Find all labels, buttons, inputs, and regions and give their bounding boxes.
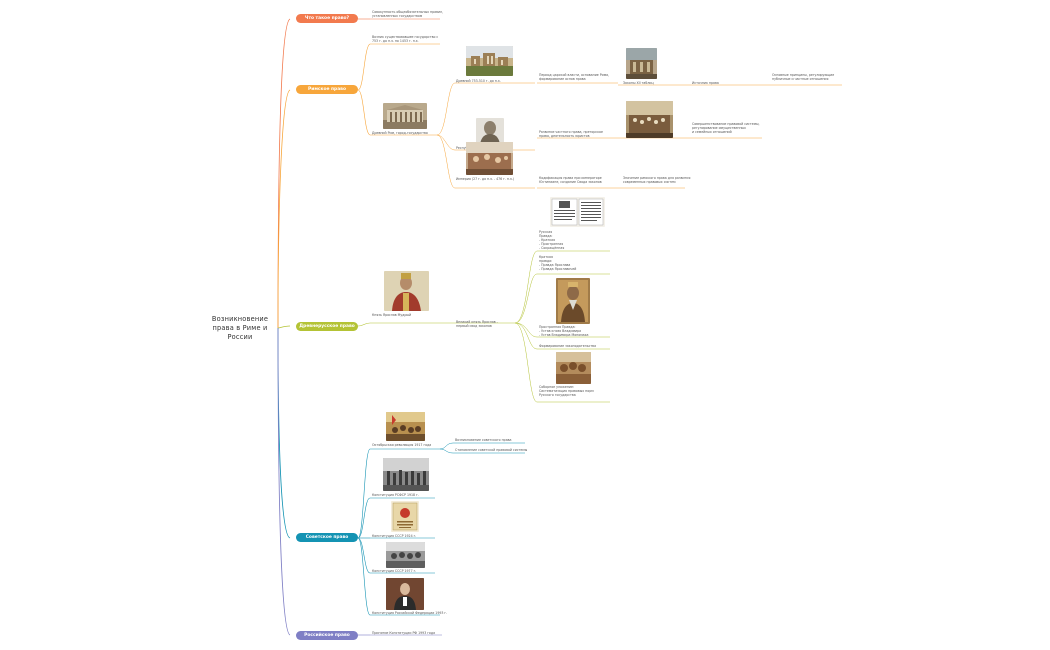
- note-rome-city[interactable]: Древний Рим, город-государство: [372, 131, 428, 135]
- note-legal-system[interactable]: Совершенствование правовой системы, регу…: [692, 122, 760, 135]
- note-law-source[interactable]: Источник права: [692, 81, 719, 85]
- note-russkaya-pravda[interactable]: Русская Правда: - Краткая - Пространная …: [539, 230, 565, 251]
- note-tsar-power[interactable]: Период царской власти, основание Рима, ф…: [539, 73, 610, 82]
- note-ancient-period[interactable]: Древний 753-510 г. до н.э.: [456, 79, 501, 83]
- note-extended-pravda[interactable]: Пространная Правда: - Устав князя Владим…: [539, 325, 589, 338]
- note-main-principles[interactable]: Основные принципы, регулирующие публичны…: [772, 73, 835, 82]
- image-tsar-period[interactable]: [466, 46, 513, 76]
- topic-russian-law[interactable]: Российское право: [296, 631, 358, 640]
- note-yaroslav[interactable]: Князь Ярослав Мудрый: [372, 313, 412, 317]
- image-ancient-rome[interactable]: [383, 103, 427, 129]
- note-definition[interactable]: Совокупность общеобязательных правил, ус…: [372, 10, 444, 19]
- note-constitution-1918[interactable]: Конституция РСФСР 1918 г.: [372, 493, 419, 497]
- image-october-revolution[interactable]: [386, 412, 425, 441]
- image-constitution-1918[interactable]: [383, 458, 429, 491]
- topic-roman-law[interactable]: Римское право: [296, 85, 358, 94]
- topic-old-russian-law[interactable]: Древнерусское право: [296, 322, 358, 331]
- image-sobornoe-ulozhenie[interactable]: [556, 352, 591, 384]
- note-first-code[interactable]: Великий князь Ярослав - первый свод зако…: [456, 320, 498, 329]
- note-constitution-1924[interactable]: Конституция СССР 1924 г.: [372, 534, 417, 538]
- note-constitution-rf[interactable]: Конституция Российской Федерации 1993 г.: [372, 611, 448, 615]
- note-empire[interactable]: Империя (27 г. до н.э. - 476 г. н.э.): [456, 177, 514, 181]
- note-rf-constitution[interactable]: Принятие Конституции РФ 1993 года: [372, 631, 436, 635]
- image-senate-painting[interactable]: [626, 101, 673, 138]
- image-russkaya-pravda[interactable]: [550, 197, 605, 227]
- note-private-law[interactable]: Развитие частного права, преторское прав…: [539, 130, 603, 139]
- image-republic-bust[interactable]: [476, 118, 504, 145]
- note-soviet-system[interactable]: Становление советской правовой системы: [455, 448, 528, 452]
- note-revolution[interactable]: Октябрьская революция 1917 года: [372, 443, 432, 447]
- image-constitution-1993[interactable]: [386, 578, 424, 610]
- root-topic[interactable]: Возникновение права в Риме и России: [211, 315, 269, 341]
- topic-soviet-law[interactable]: Советское право: [296, 533, 358, 542]
- note-constitution-1977[interactable]: Конституция СССР 1977 г.: [372, 569, 417, 573]
- image-yaroslav-portrait[interactable]: [556, 278, 590, 324]
- note-legislation[interactable]: Формирование законодательства: [539, 344, 597, 348]
- note-significance[interactable]: Значение римского права для развития сов…: [623, 176, 691, 185]
- image-constitution-1936[interactable]: [386, 542, 425, 568]
- note-roman-period[interactable]: Возник существовавшее государство с 753 …: [372, 35, 439, 44]
- image-constitution-1924[interactable]: [391, 501, 419, 532]
- image-empire-painting[interactable]: [466, 142, 513, 175]
- note-twelve-tables[interactable]: Законы XII таблиц: [623, 81, 654, 85]
- note-codification[interactable]: Кодификация права при императоре Юстиниа…: [539, 176, 602, 185]
- image-twelve-tables[interactable]: [626, 48, 657, 79]
- image-prince-yaroslav[interactable]: [384, 271, 429, 311]
- note-short-pravda[interactable]: Краткая правда: - Правда Ярослава - Прав…: [539, 255, 577, 272]
- note-sobornoe[interactable]: Соборное уложение: Систематизация правов…: [539, 385, 594, 398]
- note-soviet-origin[interactable]: Возникновение советского права: [455, 438, 512, 442]
- topic-what-is-law[interactable]: Что такое право?: [296, 14, 358, 23]
